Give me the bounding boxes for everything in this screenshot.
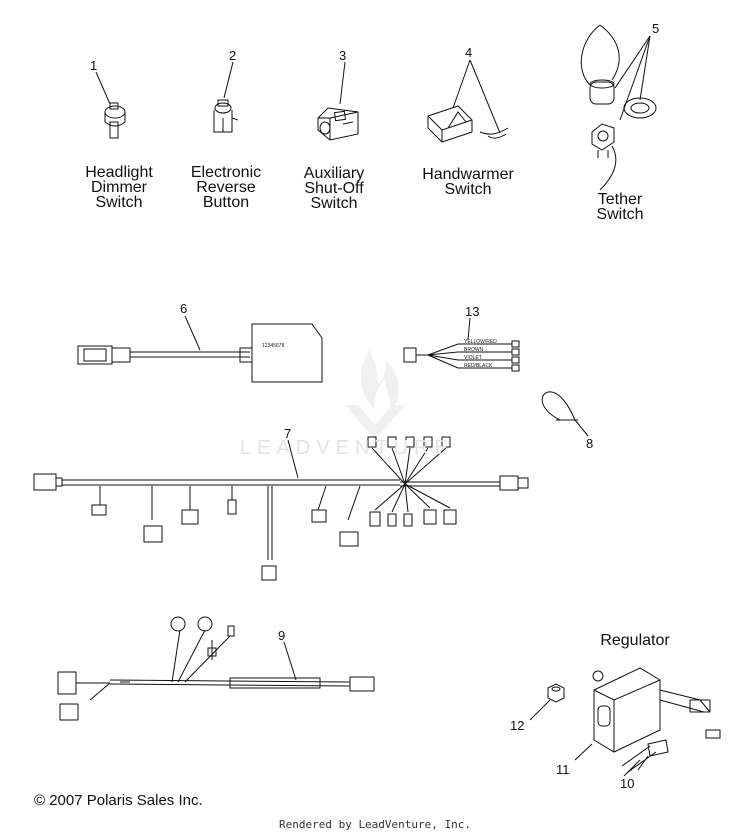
harness-part-13 — [403, 317, 520, 372]
tether-switch — [580, 24, 657, 191]
part6-label: 12345678 — [262, 343, 284, 349]
regulator-nut — [529, 683, 565, 721]
caption-regulator: Regulator — [600, 632, 670, 649]
callout-11: 11 — [556, 762, 570, 777]
main-harness-part-7 — [33, 436, 529, 581]
callout-10: 10 — [620, 776, 634, 791]
caption-electronic-reverse: Electronic Reverse Button — [190, 164, 262, 211]
callout-5: 5 — [652, 21, 659, 36]
regulator — [592, 667, 721, 753]
auxiliary-shutoff-switch — [317, 61, 359, 141]
handwarmer-switch — [427, 59, 509, 143]
regulator-bolt — [621, 739, 669, 773]
callout-9: 9 — [278, 628, 285, 643]
watermark-logo — [345, 350, 405, 440]
cable-tie — [541, 391, 589, 437]
callout-8: 8 — [586, 436, 593, 451]
leader-10 — [623, 759, 641, 777]
callout-3: 3 — [339, 48, 346, 63]
harness-part-9 — [57, 616, 375, 721]
electronic-reverse-button — [213, 61, 239, 133]
harness-part-6 — [77, 315, 323, 383]
leader-11 — [574, 743, 593, 761]
wire-label-2: BROWN — [464, 347, 484, 353]
callout-7: 7 — [284, 426, 291, 441]
watermark-text: LEADVENTURE — [240, 437, 454, 459]
caption-tether: Tether Switch — [596, 191, 644, 223]
callout-13: 13 — [465, 304, 479, 319]
callout-6: 6 — [180, 301, 187, 316]
caption-auxiliary-shutoff: Auxiliary Shut-Off Switch — [303, 165, 365, 212]
callout-4: 4 — [465, 45, 472, 60]
callout-12: 12 — [510, 718, 524, 733]
caption-handwarmer: Handwarmer Switch — [422, 166, 514, 198]
callout-2: 2 — [229, 48, 236, 63]
caption-headlight-dimmer: Headlight Dimmer Switch — [85, 164, 153, 211]
rendered-by: Rendered by LeadVenture, Inc. — [278, 818, 472, 831]
headlight-dimmer-switch — [95, 71, 126, 139]
wire-label-1: YELLOW/RED — [464, 339, 497, 345]
copyright: © 2007 Polaris Sales Inc. — [34, 792, 203, 809]
wire-label-4: RED/BLACK — [464, 363, 493, 369]
wire-label-3: VIOLET — [464, 355, 482, 361]
callout-1: 1 — [90, 58, 97, 73]
